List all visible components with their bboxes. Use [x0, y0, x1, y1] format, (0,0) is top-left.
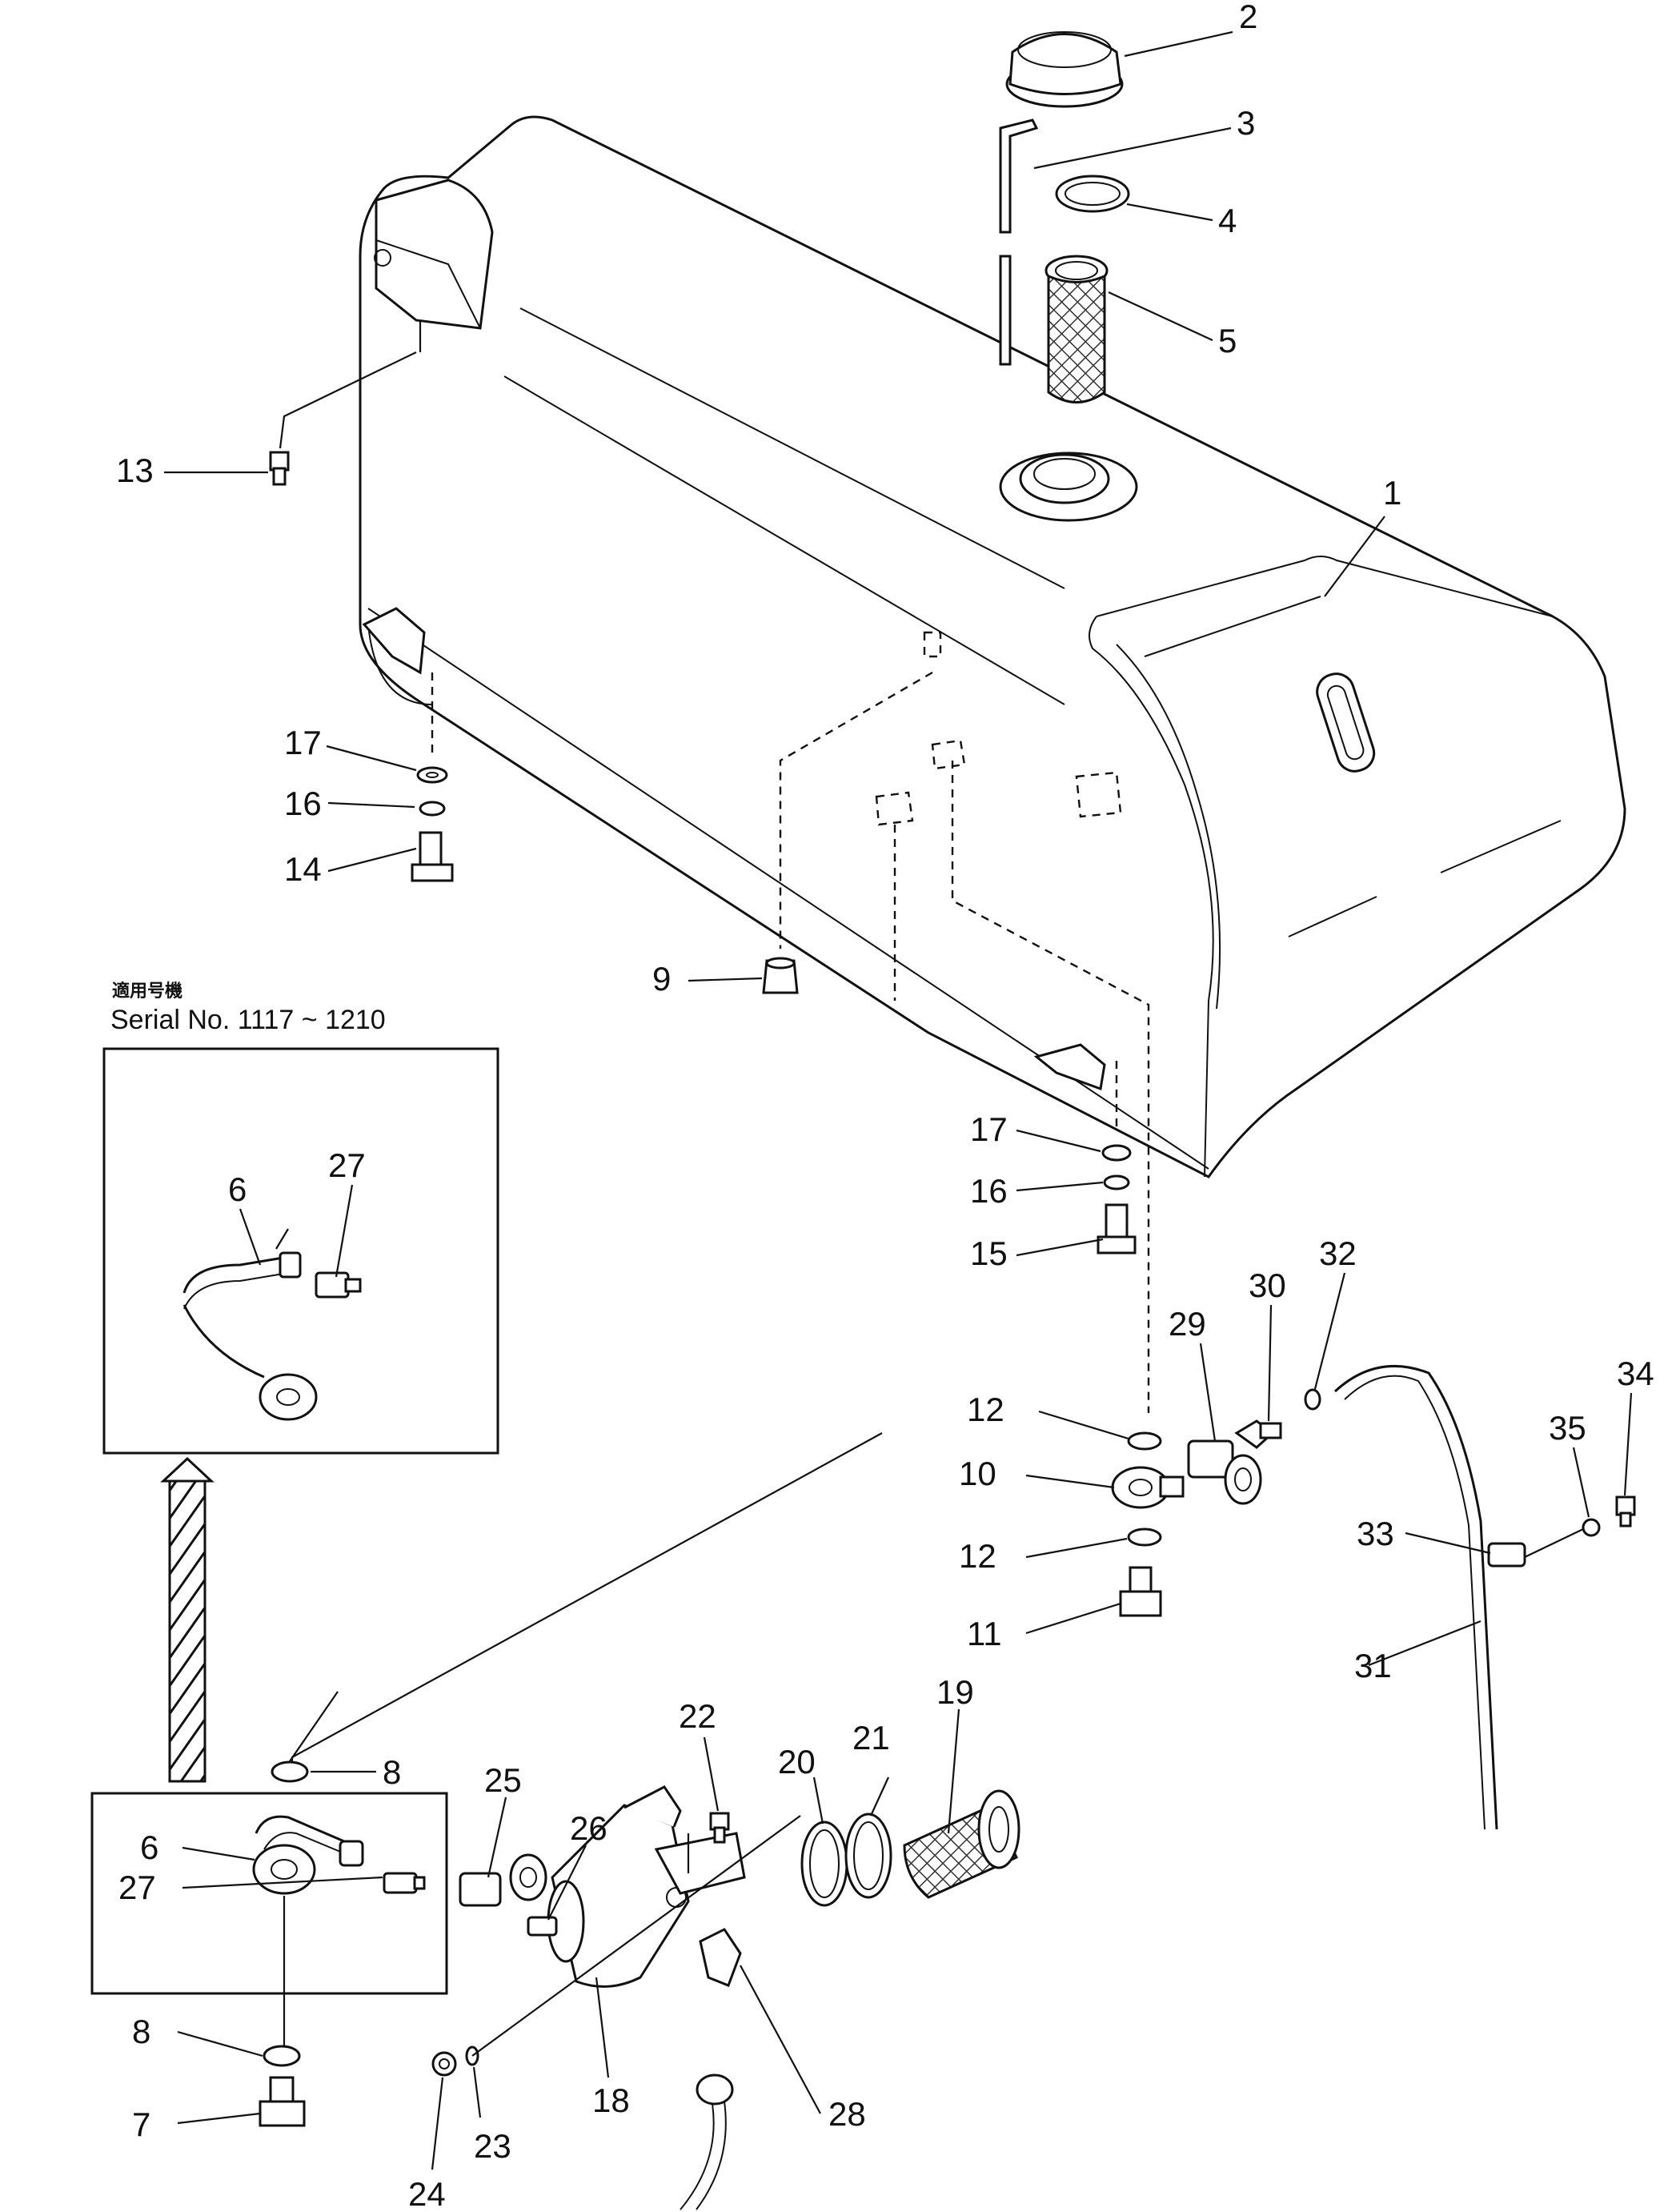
callout-1: 1	[1383, 474, 1401, 512]
nut-24	[431, 2051, 457, 2077]
fuel-pipe-out	[680, 2073, 734, 2210]
callout-35: 35	[1549, 1409, 1586, 1447]
callout-18: 18	[592, 2082, 630, 2119]
callout-12-bottom: 12	[959, 1537, 996, 1575]
fitting-26	[527, 1916, 558, 1937]
clamp-33	[1487, 1542, 1526, 1568]
washer-17-left	[416, 766, 448, 784]
callout-12-top: 12	[967, 1391, 1004, 1428]
callout-16-left: 16	[284, 785, 322, 822]
callout-8-lower: 8	[132, 2013, 150, 2050]
fuel-tank	[359, 115, 1626, 1413]
snap-ring	[1055, 175, 1130, 213]
callout-33: 33	[1357, 1515, 1394, 1552]
callout-20: 20	[778, 1743, 816, 1780]
callout-11: 11	[967, 1615, 1002, 1652]
callout-22: 22	[679, 1697, 716, 1735]
callout-4: 4	[1218, 202, 1237, 239]
o-ring-21	[844, 1813, 892, 1899]
callout-13: 13	[116, 452, 154, 489]
filter-housing-18	[547, 1785, 690, 1988]
bolt-14	[411, 831, 454, 882]
o-ring-12-top	[1127, 1431, 1162, 1451]
callout-17-left: 17	[284, 724, 322, 761]
lock-washer-16-left	[419, 801, 446, 817]
lock-washer-16-right	[1103, 1174, 1130, 1190]
callout-7: 7	[132, 2106, 150, 2143]
drain-hose-31	[1333, 1364, 1498, 1830]
filler-strainer	[1044, 255, 1109, 403]
callout-31: 31	[1354, 1647, 1392, 1684]
callout-16-right: 16	[970, 1172, 1008, 1210]
callout-30: 30	[1249, 1267, 1286, 1304]
callout-34: 34	[1617, 1355, 1654, 1392]
washer-35	[1582, 1518, 1601, 1537]
bracket-22	[654, 1832, 746, 1895]
callout-27-inset-bottom: 27	[118, 1869, 156, 1906]
serial-note-range: Serial No. 1117 ~ 1210	[110, 1005, 386, 1035]
callout-2: 2	[1239, 0, 1257, 35]
serial-note-japanese: 適用号機	[112, 981, 182, 1002]
callout-25: 25	[484, 1761, 522, 1799]
washer-17-right	[1101, 1144, 1132, 1162]
callout-19: 19	[936, 1673, 974, 1711]
o-ring-8-lower	[263, 2045, 301, 2067]
inset-serial-box	[102, 1047, 499, 1455]
inset-current-box	[90, 1792, 448, 1995]
bolt-22	[709, 1812, 730, 1844]
bolt-11	[1119, 1566, 1162, 1617]
callout-17-right: 17	[970, 1110, 1008, 1148]
callout-26: 26	[570, 1809, 607, 1847]
bolt-34	[1615, 1495, 1636, 1528]
filler-cap	[1005, 31, 1124, 108]
callout-9: 9	[652, 960, 671, 998]
callout-29: 29	[1169, 1305, 1206, 1343]
elbow-30	[1234, 1419, 1282, 1449]
callout-6-inset-top: 6	[228, 1170, 247, 1208]
elbow-25	[459, 1853, 547, 1907]
upgrade-arrow	[160, 1456, 215, 1783]
level-gauge-stick	[999, 118, 1039, 366]
callout-24: 24	[408, 2175, 446, 2212]
callout-21: 21	[852, 1719, 890, 1756]
elbow-28	[699, 1928, 742, 1987]
o-ring-20	[800, 1821, 848, 1907]
leader-lines	[164, 30, 1633, 2170]
callout-23: 23	[474, 2127, 511, 2165]
callout-28: 28	[828, 2095, 866, 2133]
clip-32	[1304, 1388, 1321, 1411]
bolt-7	[259, 2076, 306, 2127]
callout-6-inset-bottom: 6	[140, 1829, 158, 1866]
callout-5: 5	[1218, 322, 1237, 359]
callout-27-inset-top: 27	[328, 1146, 366, 1184]
valve-29	[1187, 1439, 1262, 1505]
callout-8-upper: 8	[383, 1753, 401, 1791]
callout-15: 15	[970, 1234, 1008, 1272]
callout-14: 14	[284, 850, 322, 888]
joint-10	[1111, 1466, 1185, 1509]
o-ring-12-bottom	[1127, 1528, 1162, 1547]
serial-note: 適用号機 Serial No. 1117 ~ 1210	[110, 981, 386, 1035]
bolt-13	[269, 451, 290, 486]
callout-32: 32	[1319, 1234, 1357, 1272]
bolt-15	[1097, 1203, 1137, 1255]
nut-9	[762, 957, 799, 994]
callout-3: 3	[1237, 104, 1255, 142]
filter-element-19	[903, 1789, 1020, 1899]
callout-labels: 2 3 4 5 1 13 17 16 14 9 17 16 15 12 10 1…	[116, 0, 1654, 2212]
o-ring-8-upper	[271, 1760, 309, 1783]
callout-10: 10	[959, 1455, 996, 1492]
